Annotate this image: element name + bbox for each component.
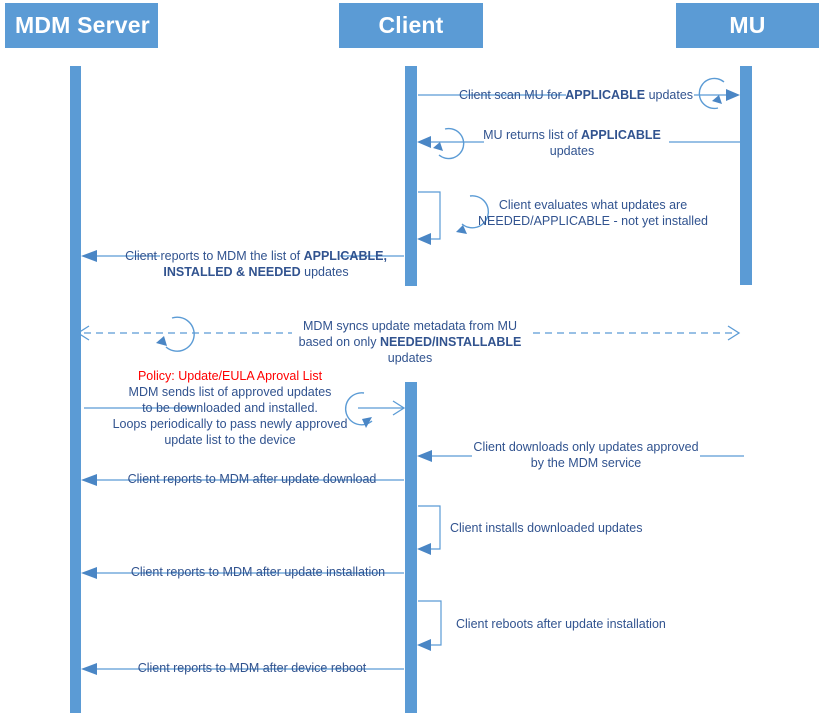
lifeline-client-lower [405, 382, 417, 713]
plain-text: updates [549, 144, 595, 158]
emphasis-text: APPLICABLE, [303, 249, 387, 263]
message-label-m4: Client reports to MDM the list of APPLIC… [110, 248, 402, 280]
message-label-line: Client installs downloaded updates [450, 520, 700, 536]
emphasis-text: APPLICABLE [565, 88, 646, 102]
message-label-line: update list to the device [94, 432, 366, 448]
plain-text: based on only [298, 335, 380, 349]
message-label-line: Client reports to MDM after update insta… [112, 564, 404, 580]
emphasis-text: INSTALLED & NEEDED [163, 265, 301, 279]
lifeline-mu [740, 66, 752, 285]
actor-header-client[interactable]: Client [339, 3, 483, 48]
plain-text: Client evaluates what updates are [498, 198, 688, 212]
message-label-m6: MDM sends list of approved updates to be … [94, 384, 366, 448]
message-label-line: by the MDM service [455, 455, 717, 471]
plain-text: Client reports to MDM after device reboo… [137, 661, 367, 675]
message-label-m7: Client downloads only updates approved by… [455, 439, 717, 471]
actor-header-client-label: Client [378, 12, 444, 38]
message-label-m8: Client reports to MDM after update downl… [112, 471, 392, 487]
message-label-line: Client reports to MDM after update downl… [112, 471, 392, 487]
message-label-m11: Client reboots after update installation [456, 616, 706, 632]
actor-header-mdm-label: MDM Server [15, 12, 150, 38]
message-label-line: INSTALLED & NEEDED updates [110, 264, 402, 280]
actor-header-mdm[interactable]: MDM Server [5, 3, 158, 48]
plain-text: update list to the device [164, 433, 296, 447]
actor-header-mu[interactable]: MU [676, 3, 819, 48]
message-label-m10: Client reports to MDM after update insta… [112, 564, 404, 580]
message-label-line: to be downloaded and installed. [94, 400, 366, 416]
plain-text: Client scan MU for [458, 88, 566, 102]
plain-text: Loops periodically to pass newly approve… [112, 417, 348, 431]
actor-header-mu-label: MU [729, 12, 766, 38]
message-label-line: Client evaluates what updates are [470, 197, 716, 213]
message-label-line: updates [472, 143, 672, 159]
plain-text: Client reports to MDM after update downl… [127, 472, 377, 486]
arrow-m9-self [417, 505, 441, 555]
plain-text: to be downloaded and installed. [142, 401, 318, 415]
message-label-line: based on only NEEDED/INSTALLABLE updates [285, 334, 535, 366]
plain-text: Client reports to MDM after update insta… [130, 565, 386, 579]
plain-text: Client installs downloaded updates [450, 521, 643, 535]
plain-text: updates [645, 88, 694, 102]
emphasis-text: NEEDED/INSTALLABLE [379, 335, 522, 349]
message-label-line: MU returns list of APPLICABLE [472, 127, 672, 143]
plain-text: by the MDM service [530, 456, 642, 470]
message-label-line: Client reports to MDM after device reboo… [112, 660, 392, 676]
plain-text: MDM syncs update metadata from MU [303, 319, 517, 333]
message-label-line: MDM syncs update metadata from MU [285, 318, 535, 334]
message-label-m1: Client scan MU for APPLICABLE updates [446, 87, 706, 103]
plain-text: MU returns list of [483, 128, 582, 142]
lifeline-client-upper [405, 66, 417, 286]
message-label-line: NEEDED/APPLICABLE - not yet installed [470, 213, 716, 229]
message-label-m12: Client reports to MDM after device reboo… [112, 660, 392, 676]
message-label-line: MDM sends list of approved updates [94, 384, 366, 400]
plain-text: Client reports to MDM the list of [125, 249, 304, 263]
message-label-line: Client reports to MDM the list of APPLIC… [110, 248, 402, 264]
plain-text: Client downloads only updates approved [473, 440, 699, 454]
plain-text: Client reboots after update installation [456, 617, 666, 631]
arrow-m11-self [417, 600, 442, 651]
message-label-line: Client scan MU for APPLICABLE updates [446, 87, 706, 103]
lifeline-mdm [70, 66, 81, 713]
plain-text: updates [387, 351, 433, 365]
message-label-m9: Client installs downloaded updates [450, 520, 700, 536]
plain-text: NEEDED/APPLICABLE - not yet installed [478, 214, 708, 228]
message-label-m6-policy: Policy: Update/EULA Aproval List [137, 369, 323, 383]
plain-text: updates [300, 265, 349, 279]
message-label-line: Loops periodically to pass newly approve… [94, 416, 366, 432]
message-label-line: Client reboots after update installation [456, 616, 706, 632]
emphasis-text: APPLICABLE [581, 128, 661, 142]
plain-text: MDM sends list of approved updates [128, 385, 332, 399]
message-label-line: Client downloads only updates approved [455, 439, 717, 455]
